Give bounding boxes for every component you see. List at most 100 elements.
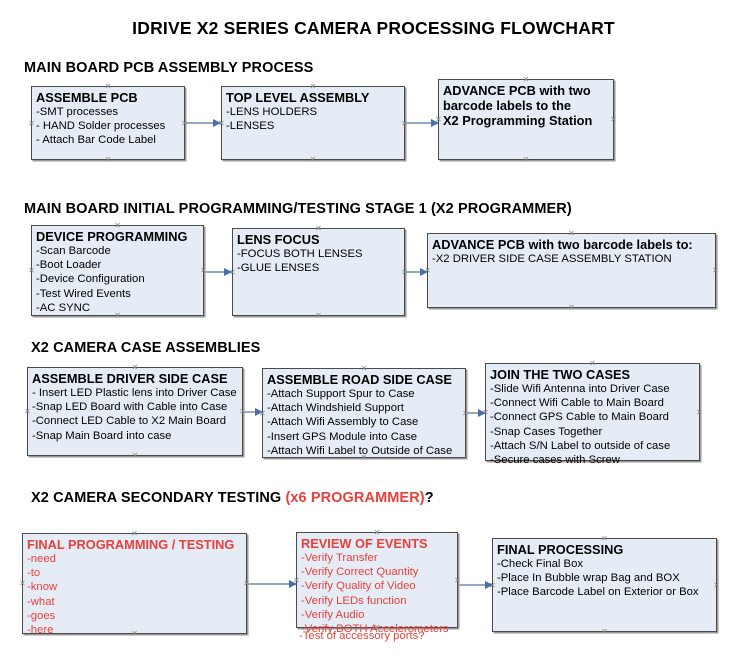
node-line: -Snap LED Board with Cable into Case [32,401,228,414]
node-line: -Snap Cases Together [490,425,603,438]
connection-handle-bottom[interactable]: ✕ [104,155,112,164]
node-title: REVIEW OF EVENTS [301,536,428,551]
connection-handle-bottom[interactable]: ✕ [309,155,317,164]
section-heading-main-board-pcb-assembly: MAIN BOARD PCB ASSEMBLY PROCESS [24,60,313,76]
node-line: -Secure cases with Screw [490,454,620,467]
node-line: -Place Barcode Label on Exterior or Box [497,586,699,599]
node-title: FINAL PROCESSING [497,542,624,557]
node-final-processing[interactable]: FINAL PROCESSING -Check Final Box -Place… [489,534,720,636]
node-assemble-driver-side-case[interactable]: ASSEMBLE DRIVER SIDE CASE - Insert LED P… [24,363,246,460]
node-line: -Verify Transfer [301,552,378,564]
node-advance-pcb-driver-side-station[interactable]: ADVANCE PCB with two barcode labels to: … [424,229,719,312]
connection-handle-top[interactable]: ✕ [373,528,381,537]
node-title: ASSEMBLE PCB [36,90,138,105]
connection-handle-left[interactable]: ✕ [28,118,35,128]
connection-handle-right[interactable]: ✕ [713,580,720,590]
section-heading-main-board-initial-programming: MAIN BOARD INITIAL PROGRAMMING/TESTING S… [24,201,572,217]
connection-handle-bottom[interactable]: ✕ [315,311,322,320]
node-title: ASSEMBLE DRIVER SIDE CASE [32,371,228,386]
arrow-head-icon [420,268,428,276]
arrow-head-icon [213,119,221,127]
node-title: FINAL PROGRAMMING / TESTING [27,537,235,552]
node-line: -Snap Main Board into case [32,429,172,442]
connection-handle-top[interactable]: ✕ [568,229,575,238]
connection-handle-top[interactable]: ✕ [315,224,322,233]
connection-handle-top[interactable]: ✕ [309,82,317,91]
node-final-programming-testing[interactable]: FINAL PROGRAMMING / TESTING -need -to -k… [19,529,250,638]
connection-handle-top[interactable]: ✕ [104,82,112,91]
node-lens-focus[interactable]: LENS FOCUS -FOCUS BOTH LENSES -GLUE LENS… [229,224,408,320]
node-line: -Connect LED Cable to X2 Main Board [32,415,227,428]
section-heading-text: MAIN BOARD INITIAL PROGRAMMING/TESTING S… [24,201,572,217]
connection-handle-right[interactable]: ✕ [610,115,617,124]
node-line: - Insert LED Plastic lens into Driver Ca… [32,387,237,399]
node-top-level-assembly[interactable]: TOP LEVEL ASSEMBLY -LENS HOLDERS -LENSES… [218,82,408,164]
node-line: X2 Programming Station [443,113,593,128]
node-line: -Verify BOTH Accelerometers [301,623,449,636]
connection-handle-right[interactable]: ✕ [712,266,719,275]
node-line: - HAND Solder processes [36,120,166,133]
node-line: -to [27,567,41,580]
node-line: -Attach Windshield Support [267,402,404,415]
node-line: -goes [27,609,56,622]
node-title: DEVICE PROGRAMMING [36,229,188,244]
node-line: -Verify Quality of Video [301,580,416,593]
node-join-the-two-cases[interactable]: JOIN THE TWO CASES -Slide Wifi Antenna i… [482,359,703,467]
section-heading-tail: ? [424,490,434,506]
node-line: -Insert GPS Module into Case [267,430,418,443]
node-line: -Verify LEDs function [301,594,407,607]
connection-handle-top[interactable]: ✕ [589,359,596,368]
connection-handle-top[interactable]: ✕ [114,221,121,230]
node-line: -LENSES [226,120,275,133]
connection-handle-top[interactable]: ✕ [522,75,530,84]
node-assemble-road-side-case[interactable]: ASSEMBLE ROAD SIDE CASE -Attach Support … [259,364,469,462]
node-line-overflow-review-of-events: -Test of accessory ports? [299,630,425,642]
connection-handle-right[interactable]: ✕ [454,575,461,585]
connector-road-case-to-join-cases [467,409,486,417]
node-review-of-events[interactable]: REVIEW OF EVENTS -Verify Transfer -Verif… [293,528,461,636]
node-line: -Boot Loader [36,259,102,272]
section-heading-x2-camera-case-assemblies: X2 CAMERA CASE ASSEMBLIES [31,340,260,356]
connection-handle-right[interactable]: ✕ [696,407,703,417]
connector-driver-case-to-road-case [244,408,263,416]
arrow-head-icon [224,268,232,276]
connection-handle-left[interactable]: ✕ [24,407,31,416]
node-line: -LENS HOLDERS [226,106,318,118]
node-line: -SMT processes [36,106,119,118]
node-line: -AC SYNC [36,301,90,314]
node-title: LENS FOCUS [237,232,320,247]
section-heading-text: MAIN BOARD PCB ASSEMBLY PROCESS [24,60,314,76]
section-heading-text: X2 CAMERA SECONDARY TESTING [31,490,286,506]
node-line: -Attach Wifi Assembly to Case [267,416,419,429]
connection-handle-top[interactable]: ✕ [360,364,368,373]
node-line: - Attach Bar Code Label [36,134,156,147]
node-line: -here [27,624,54,637]
node-title: JOIN THE TWO CASES [490,367,631,382]
section-heading-x2-camera-secondary-testing: X2 CAMERA SECONDARY TESTING (x6 PROGRAMM… [31,490,434,506]
connector-device-programming-to-lens-focus [205,268,232,276]
arrow-head-icon [485,581,493,589]
node-line: -Connect GPS Cable to Main Board [490,411,669,424]
node-device-programming[interactable]: DEVICE PROGRAMMING -Scan Barcode -Boot L… [28,221,207,320]
section-heading-red-text: (x6 PROGRAMMER) [285,490,425,506]
connection-handle-bottom[interactable]: ✕ [568,303,575,312]
connection-handle-left[interactable]: ✕ [19,579,26,588]
arrow-head-icon [431,119,439,127]
connection-handle-bottom[interactable]: ✕ [601,627,608,636]
node-title: ADVANCE PCB with two barcode labels to: [432,237,693,252]
connection-handle-top[interactable]: ✕ [131,363,139,372]
connection-handle-top[interactable]: ✕ [601,534,608,543]
connection-handle-bottom[interactable]: ✕ [131,451,139,460]
node-title: ASSEMBLE ROAD SIDE CASE [267,372,452,387]
connection-handle-left[interactable]: ✕ [28,266,35,275]
node-advance-pcb-programming-station[interactable]: ADVANCE PCB with two barcode labels to t… [435,75,617,164]
node-line: -Attach Wifi Label to Outside of Case [267,444,453,457]
connector-assemble-pcb-to-top-level [186,119,221,127]
connection-handle-top[interactable]: ✕ [131,529,138,538]
node-line: -Attach Support Spur to Case [267,388,415,400]
node-line: -Device Configuration [36,273,145,286]
arrow-head-icon [255,408,263,416]
connection-handle-bottom[interactable]: ✕ [522,155,530,164]
node-assemble-pcb[interactable]: ASSEMBLE PCB -SMT processes - HAND Solde… [28,82,188,164]
node-line: -Place In Bubble wrap Bag and BOX [497,572,680,585]
